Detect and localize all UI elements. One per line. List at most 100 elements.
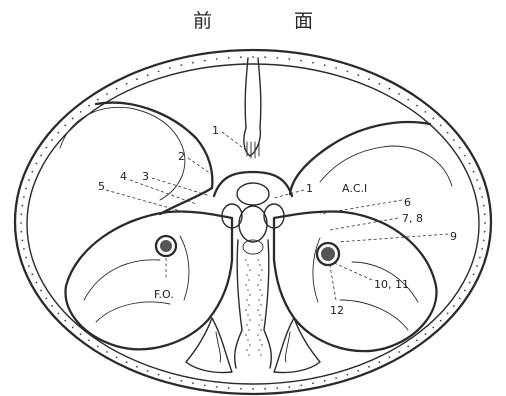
diploe-dot [169,67,171,69]
diploe-dot [481,248,483,250]
diploe-dot [459,298,461,300]
diploe-dot [416,105,418,107]
diploe-dot [40,155,42,157]
diploe-dot [97,346,99,348]
diploe-dot [453,305,455,307]
clivus-dot [247,289,249,291]
clivus-right [264,240,271,368]
diploe-dot [192,62,194,64]
diploe-dot [464,290,466,292]
diploe-dot [483,205,485,207]
clivus-dot [249,319,251,321]
clivus-dot [259,314,261,316]
diploe-dot [481,196,483,198]
clivus-dot [245,334,247,336]
diploe-dot [58,313,60,315]
clivus-dot [258,274,260,276]
clivus-dot [257,259,259,261]
diploe-dot [169,377,171,379]
label-5: 5 [98,180,105,193]
diploe-dot [88,105,90,107]
diploe-dot [25,257,27,259]
diploe-dot [106,93,108,95]
diploe-dot [106,351,108,353]
diploe-dot [464,155,466,157]
diploe-dot [20,213,22,215]
clivus-left [235,240,242,368]
diploe-dot [252,56,254,58]
diploe-dot [64,320,66,322]
diploe-dot [357,74,359,76]
clivus-dot [246,324,248,326]
diploe-dot [147,370,149,372]
diploe-dot [45,298,47,300]
diploe-dot [357,370,359,372]
diploe-dot [80,333,82,335]
clivus-dot [261,294,263,296]
clivus-dot [245,259,247,261]
clivus-dot [249,269,251,271]
diploe-dot [335,67,337,69]
diploe-dot [368,78,370,80]
label-10-11: 10, 11 [374,278,409,291]
clivus-dot [249,344,251,346]
diploe-dot [398,93,400,95]
diploe-dot [23,248,25,250]
diploe-dot [440,320,442,322]
diploe-dot [204,60,206,62]
clivus-dot [247,264,249,266]
diploe-dot [484,231,486,233]
diploe-dot [23,196,25,198]
diploe-dot [20,222,22,224]
diploe-dot [368,366,370,368]
diploe-dot [180,64,182,66]
diploe-dot [51,139,53,141]
label-9: 9 [450,230,457,243]
right-frontal-lobe [320,146,452,186]
diploe-dot [398,351,400,353]
label-4: 4 [120,170,127,183]
diploe-dot [116,88,118,90]
clivus-dot [248,329,250,331]
diploe-dot [483,240,485,242]
diploe-dot [216,58,218,60]
diploe-dot [288,58,290,60]
clivus-dot [259,289,261,291]
sella-turcica [214,172,292,196]
clivus-dot [257,284,259,286]
diploe-dot [147,74,149,76]
diploe-dot [425,111,427,113]
diploe-dot [228,387,230,389]
diploe-dot [484,213,486,215]
clivus-dot [245,309,247,311]
clivus-dot [260,304,262,306]
diploe-dot [88,340,90,342]
diploe-dot [192,382,194,384]
clivus-dot [247,314,249,316]
label-12: 12 [330,304,344,317]
diploe-dot [432,118,434,120]
diploe-dot [32,273,34,275]
diploe-dot [276,57,278,59]
label-7-8: 7, 8 [402,212,423,225]
clivus-dot [257,334,259,336]
diploe-dot [28,179,30,181]
diploe-dot [407,99,409,101]
diploe-dot [476,265,478,267]
diploe-dot [347,374,349,376]
diploe-dot [97,99,99,101]
diploe-dot [479,257,481,259]
diploe-dot [72,118,74,120]
clivus-dot [245,284,247,286]
label-6: 6 [404,196,411,209]
diploe-dot [80,111,82,113]
clivus-dot [260,329,262,331]
diploe-dot [21,205,23,207]
right-middle-fossa [274,211,436,351]
diploe-dot [459,147,461,149]
diploe-dot [228,57,230,59]
diploe-dot [180,380,182,382]
left-anterior-fossa [96,103,212,214]
clivus-dot [258,324,260,326]
diploe-dot [473,273,475,275]
